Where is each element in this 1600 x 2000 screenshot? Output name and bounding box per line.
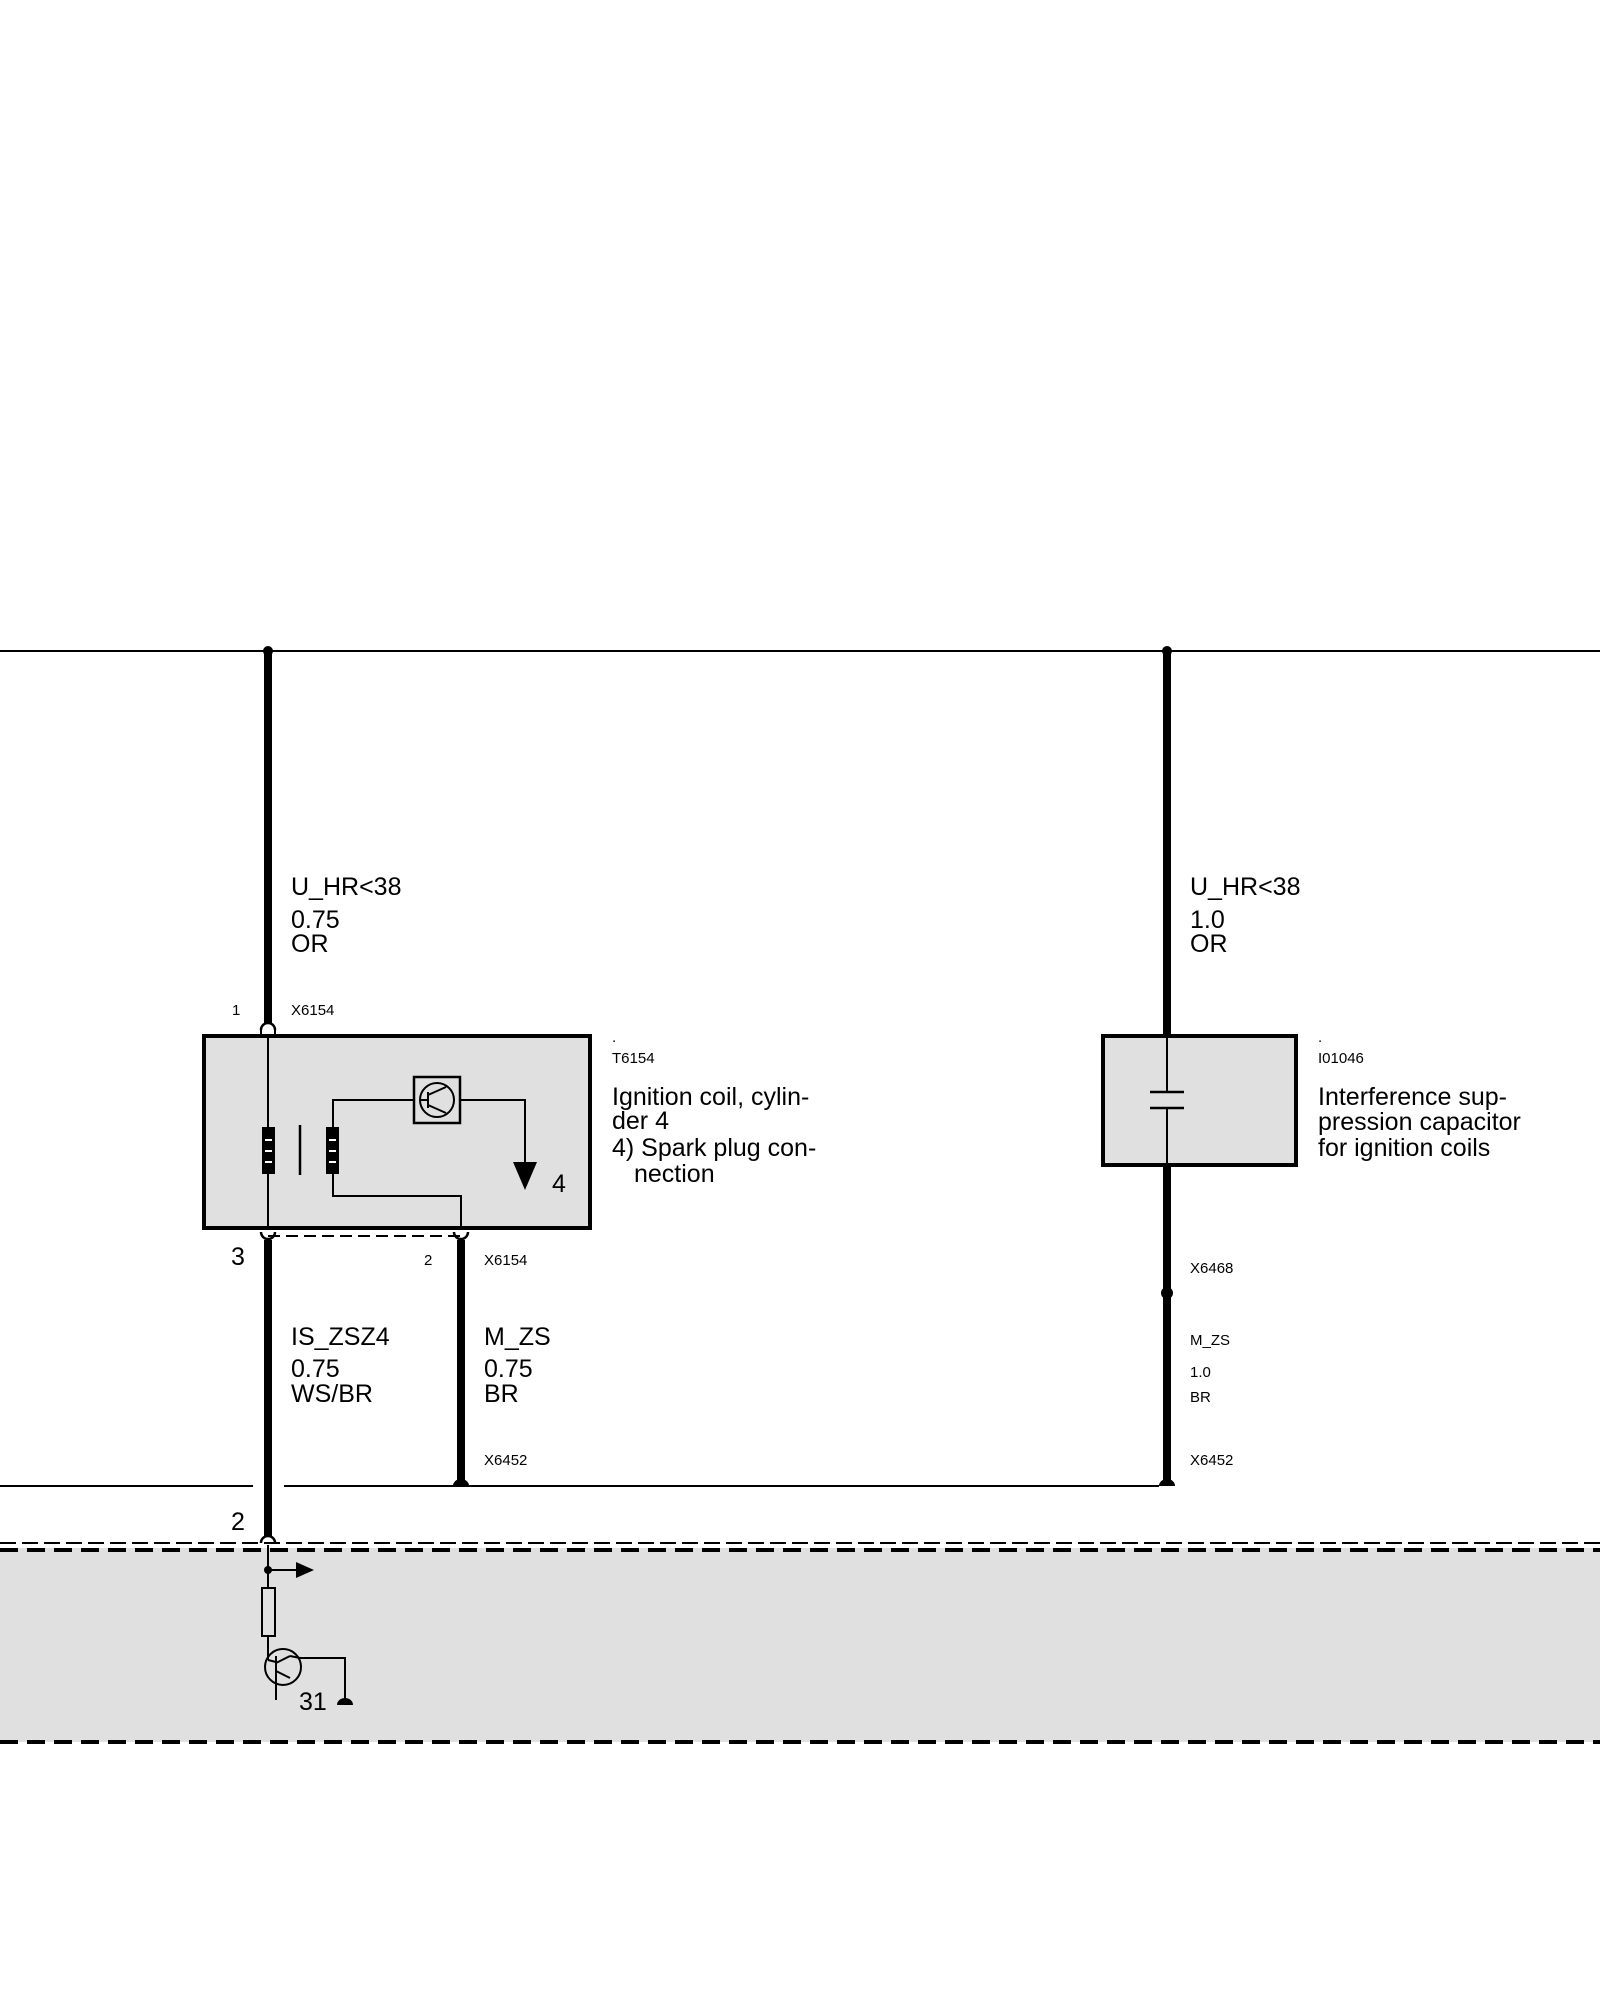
spark-plug-arrow-icon <box>513 1162 537 1190</box>
capacitor-supply-color: OR <box>1190 930 1228 958</box>
coil-supply-signal: U_HR<38 <box>291 873 401 901</box>
capacitor-desc-line-1: Interference sup- <box>1318 1083 1507 1111</box>
coil-bottom-right-pin: 2 <box>424 1252 432 1269</box>
coil-bottom-left-pin: 3 <box>231 1243 245 1271</box>
coil-ground-color: BR <box>484 1380 519 1408</box>
control-unit-pin-number: 2 <box>231 1508 245 1536</box>
control-transistor-icon <box>264 1648 302 1686</box>
control-unit-ground-pin: 31 <box>299 1688 327 1716</box>
signal-arrow-icon <box>296 1562 314 1578</box>
coil-top-pin-number: 1 <box>232 1002 240 1019</box>
coil-desc-line-1: Ignition coil, cylin- <box>612 1083 809 1111</box>
control-ground-terminal-icon <box>337 1698 353 1705</box>
control-unit-area[interactable] <box>0 1548 1600 1742</box>
control-unit-pin-arc <box>259 1534 277 1544</box>
coil-bottom-right-pin-arc <box>452 1231 470 1241</box>
coil-supply-size: 0.75 <box>291 906 340 934</box>
capacitor-ground-color: BR <box>1190 1389 1211 1406</box>
coil-desc-line-2: der 4 <box>612 1107 669 1135</box>
capacitor-id: I01046 <box>1318 1050 1364 1067</box>
coil-bottom-right-connector-id: X6154 <box>484 1252 527 1269</box>
ignition-coil-box[interactable] <box>202 1034 592 1230</box>
ground-right-connector-id: X6452 <box>1190 1452 1233 1469</box>
coil-top-connector-id: X6154 <box>291 1002 334 1019</box>
capacitor-supply-size: 1.0 <box>1190 906 1225 934</box>
coil-signal-name: IS_ZSZ4 <box>291 1323 390 1351</box>
ground-left-connector-id: X6452 <box>484 1452 527 1469</box>
capacitor-desc-line-2: pression capacitor <box>1318 1108 1521 1136</box>
capacitor-bottom-junction <box>1161 1287 1173 1299</box>
ground-left-terminal-icon <box>453 1479 469 1486</box>
coil-supply-color: OR <box>291 930 329 958</box>
capacitor-ground-size: 1.0 <box>1190 1364 1211 1381</box>
capacitor-desc-line-3: for ignition coils <box>1318 1134 1490 1162</box>
coil-signal-size: 0.75 <box>291 1355 340 1383</box>
coil-bottom-left-pin-arc <box>259 1231 277 1241</box>
capacitor-supply-signal: U_HR<38 <box>1190 873 1300 901</box>
ground-right-terminal-icon <box>1159 1479 1175 1486</box>
coil-desc-line-3: 4) Spark plug con- <box>612 1134 816 1162</box>
coil-top-pin-arc <box>259 1021 277 1031</box>
coil-dot: . <box>612 1029 616 1046</box>
capacitor-ground-name: M_ZS <box>1190 1332 1230 1349</box>
capacitor-dot: . <box>1318 1029 1322 1046</box>
coil-ground-name: M_ZS <box>484 1323 551 1351</box>
coil-signal-color: WS/BR <box>291 1380 373 1408</box>
coil-desc-line-4: nection <box>634 1160 715 1188</box>
coil-inner-label: 4 <box>552 1170 566 1198</box>
coil-id: T6154 <box>612 1050 655 1067</box>
coil-ground-size: 0.75 <box>484 1355 533 1383</box>
capacitor-bottom-connector-id: X6468 <box>1190 1260 1233 1277</box>
capacitor-box[interactable] <box>1101 1034 1298 1167</box>
